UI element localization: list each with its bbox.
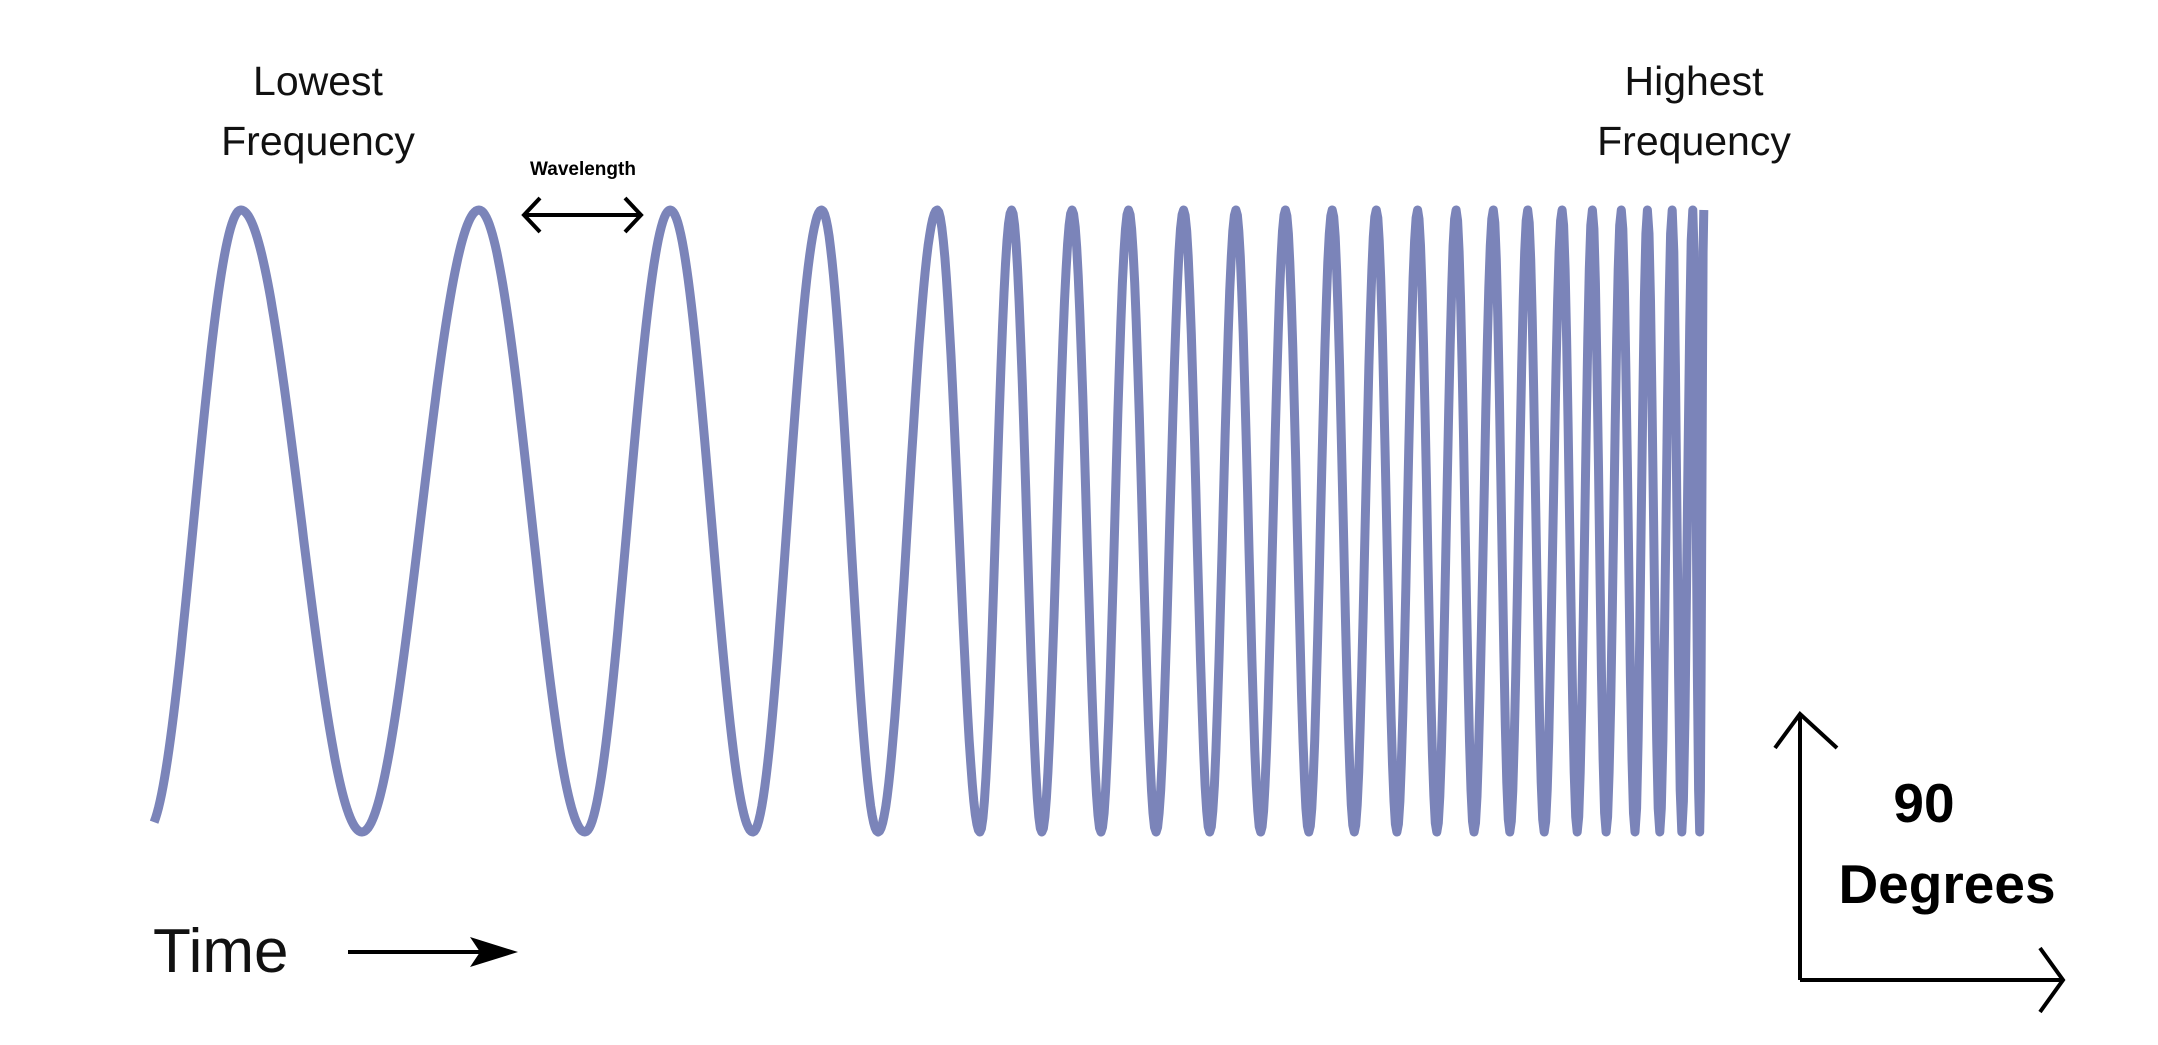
axes-arrows-icon [1773,711,2066,1014]
wavelength-label: Wavelength [530,159,636,180]
highest-frequency-label-line2: Frequency [1597,118,1791,164]
double-headed-arrow-icon [521,196,644,234]
chirp-wave [149,205,1709,837]
time-arrow-icon [348,937,518,967]
lowest-frequency-label-line1: Lowest [253,58,384,104]
angle-unit-label: Degrees [1838,853,2055,915]
lowest-frequency-label-line2: Frequency [221,118,415,164]
highest-frequency-label-line1: Highest [1624,58,1764,104]
angle-value-label: 90 [1893,772,1954,834]
time-label: Time [153,917,288,986]
